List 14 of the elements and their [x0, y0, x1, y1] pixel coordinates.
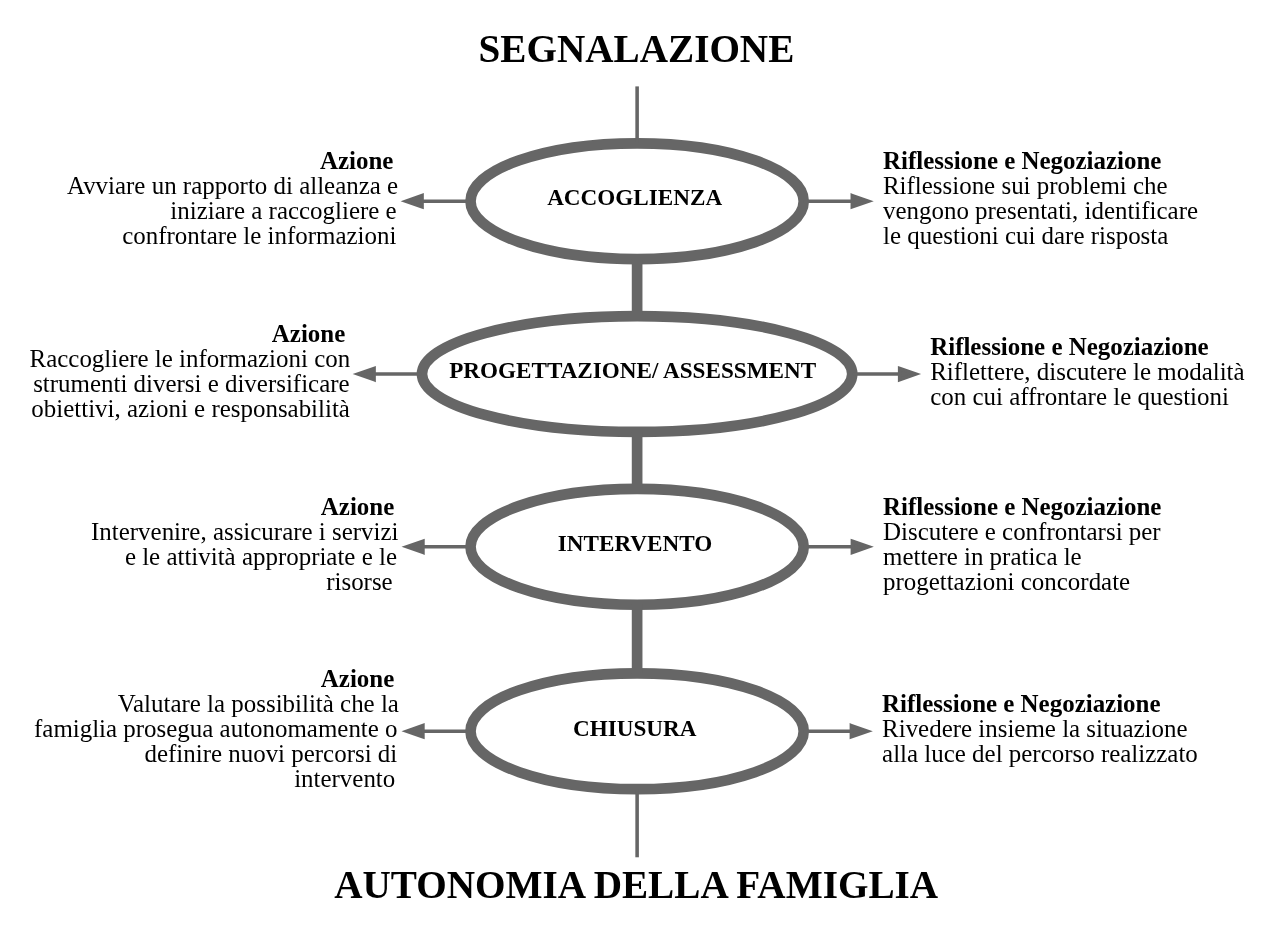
node-text: Azione Raccogliere le informazioni con strumenti diversi e diversificare obiettivi, azioni e responsabilità [29, 319, 351, 422]
node-ellipse: ACCOGLIENZA [465, 137, 810, 264]
node-ellipse: PROGETTAZIONE/ ASSESSMENT [416, 310, 858, 437]
node-text: Azione Avviare un rapporto di alleanza e iniziare a raccogliere e confrontare le informazioni [66, 146, 399, 249]
node-text: SEGNALAZIONE [478, 26, 795, 70]
node-ellipse: INTERVENTO [465, 483, 810, 610]
node-text: Azione Valutare la possibilità che la famiglia prosegua autonomamente o definire nuovi percorsi di intervento [34, 664, 399, 792]
node-text: Riflessione e Negoziazione Riflettere, discutere le modalità con cui affrontare le questioni [930, 332, 1245, 410]
node-ellipse: CHIUSURA [465, 667, 810, 794]
node-text: Azione Intervenire, assicurare i servizi e le attività appropriate e le risorse [91, 492, 399, 595]
node-text: AUTONOMIA DELLA FAMIGLIA [334, 862, 939, 906]
node-text: Riflessione e Negoziazione Rivedere insieme la situazione alla luce del percorso realizzato [882, 689, 1198, 767]
node-text: Riflessione e Negoziazione Riflessione sui problemi che vengono presentati, identificare le questioni cui dare risposta [882, 146, 1199, 249]
node-text: Riflessione e Negoziazione Discutere e confrontarsi per mettere in pratica le progettazioni concordate [882, 492, 1162, 595]
